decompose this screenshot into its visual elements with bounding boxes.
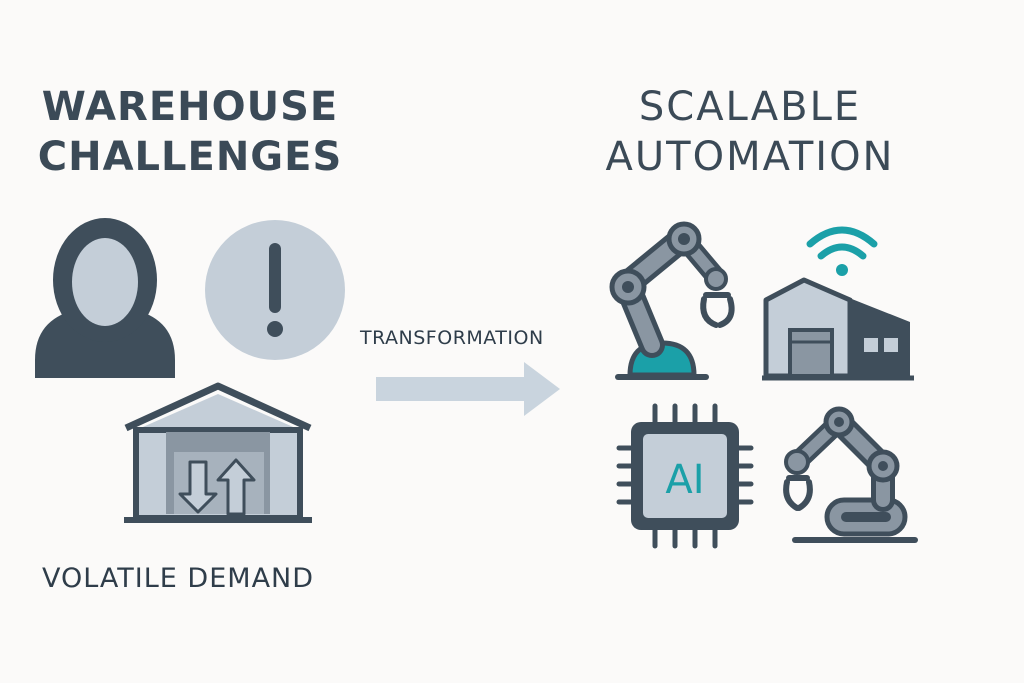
volatile-demand-label: VOLATILE DEMAND [42,563,315,594]
robot-arm-icon [609,221,735,380]
ai-chip-icon: AI [616,403,754,549]
mobile-robot-arm-icon [783,406,918,543]
exclamation-icon [205,220,345,360]
left-title-line2: CHALLENGES [37,134,343,180]
warehouse-arrows-icon [124,382,312,523]
left-title: WAREHOUSE CHALLENGES [30,82,350,182]
right-title: SCALABLE AUTOMATION [560,82,940,182]
ai-chip-text: AI [665,457,704,503]
transformation-label: TRANSFORMATION [360,327,544,349]
right-arrow-icon [376,362,560,416]
left-title-line1: WAREHOUSE [41,84,339,130]
person-icon [35,218,175,378]
right-title-line2: AUTOMATION [605,134,895,180]
right-title-line1: SCALABLE [638,84,862,130]
smart-warehouse-wifi-icon [762,226,914,381]
